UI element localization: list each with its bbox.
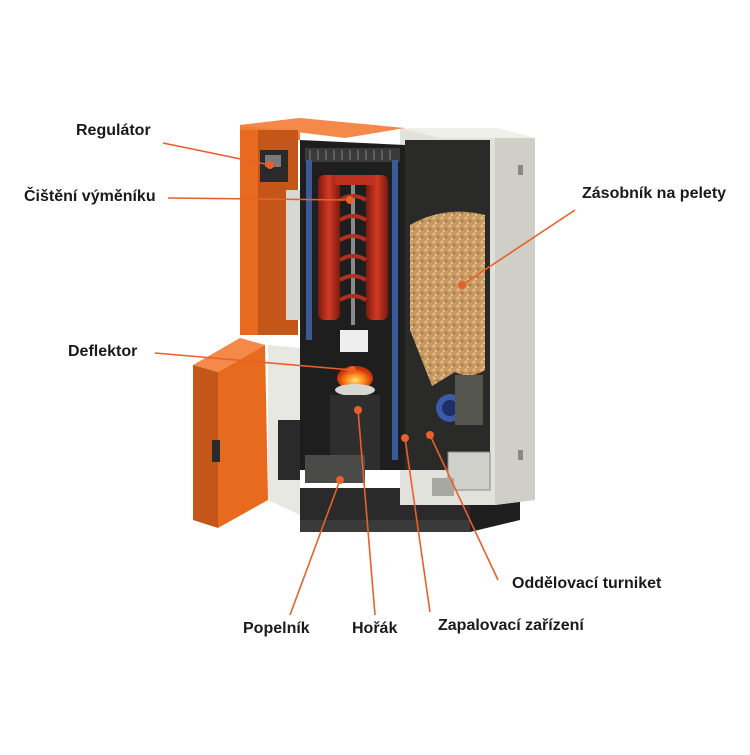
leader-turnstile	[429, 434, 499, 581]
leader-hopper	[461, 209, 576, 286]
pellet-pile	[410, 211, 485, 386]
leader-dots	[266, 161, 466, 484]
label-hopper: Zásobník na pelety	[582, 185, 727, 202]
leader-regulator	[162, 142, 271, 166]
leader-lines	[154, 142, 576, 616]
flame	[337, 366, 373, 390]
leader-cleaning	[167, 197, 351, 201]
combustion-chamber	[300, 140, 405, 483]
leader-ashpan	[289, 479, 341, 616]
label-burner: Hořák	[352, 620, 398, 637]
label-igniter: Zapalovací zařízení	[438, 617, 584, 634]
label-turnstile: Oddělovací turniket	[512, 575, 662, 592]
hopper-housing	[400, 128, 535, 505]
label-deflector: Deflektor	[68, 343, 138, 360]
leader-deflector	[154, 352, 353, 371]
leader-igniter	[404, 437, 431, 613]
door-handle	[212, 440, 220, 462]
label-cleaning: Čištění výměníku	[24, 188, 156, 205]
leader-burner	[357, 409, 376, 616]
label-ashpan: Popelník	[243, 620, 310, 637]
label-regulator: Regulátor	[76, 122, 151, 139]
boiler-door	[193, 338, 300, 528]
